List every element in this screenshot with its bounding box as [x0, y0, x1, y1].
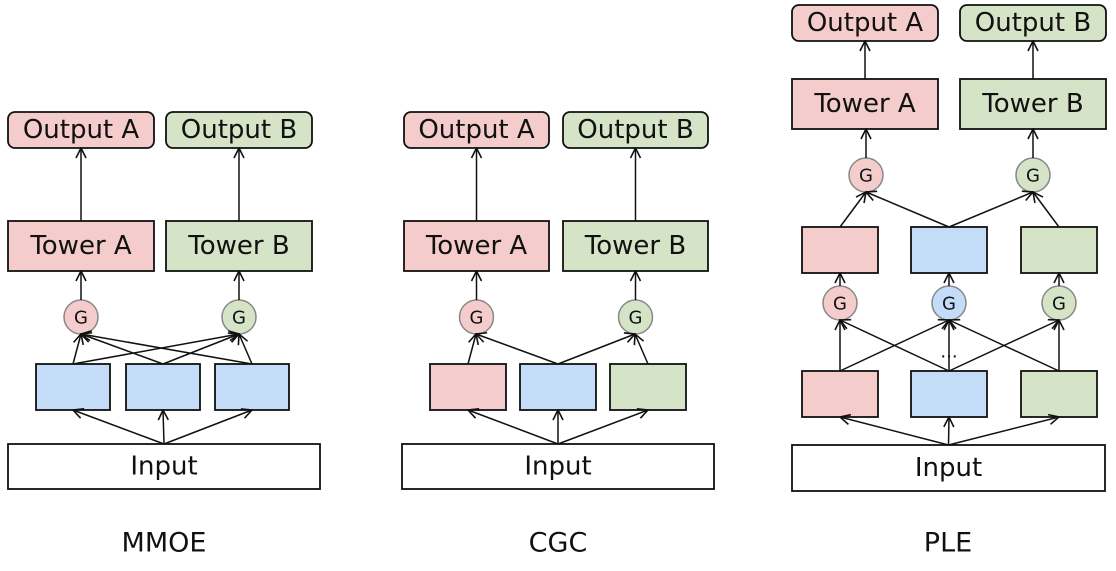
lower-expert-box-2 — [910, 370, 988, 418]
arrow-upper-expert-2-to-gate-b — [948, 192, 1033, 228]
input-box — [7, 443, 321, 490]
gate-b-label: G — [232, 308, 246, 329]
ple-diagram: Input G G G... G G Output A Output B Tower A Towe… — [791, 4, 1107, 559]
upper-gate-b-label: G — [1026, 166, 1040, 187]
arrow-lower-expert-2-to-gate-3 — [948, 320, 1059, 372]
arrow-input-to-lower-expert-3 — [948, 417, 1060, 446]
gate-a-label: G — [470, 308, 484, 329]
arrow-input-to-lower-expert-1 — [840, 417, 949, 446]
lower-gate-3-label: G — [1052, 294, 1066, 315]
upper-expert-box-2 — [910, 226, 988, 274]
caption-ple: PLE — [924, 528, 972, 559]
tower-b-box — [165, 220, 313, 272]
arrow-lower-expert-1-to-gate-2 — [839, 320, 949, 372]
mmoe-diagram: Input Output A Output B Tower A Tower B G G MMO… — [7, 111, 321, 559]
input-label: Input — [130, 452, 197, 482]
input-box — [401, 443, 715, 490]
output-a-label: Output A — [807, 8, 924, 38]
arrow-input-to-expert-1 — [73, 410, 165, 445]
arrow-expert-3-to-gate-b — [635, 334, 649, 365]
arrow-input-to-expert-3 — [557, 410, 648, 445]
arrow-upper-expert-2-to-gate-a — [866, 192, 950, 228]
lower-gate-2-label: G — [942, 294, 956, 315]
tower-b-label: Tower B — [187, 231, 289, 261]
output-a-label: Output A — [418, 115, 535, 145]
lower-expert-box-1 — [801, 370, 879, 418]
arrow-expert-2-to-gate-b — [557, 334, 635, 365]
input-label: Input — [524, 452, 591, 482]
gate-a-label: G — [74, 308, 88, 329]
lower-gate-1-label: G — [833, 294, 847, 315]
caption-mmoe: MMOE — [122, 528, 207, 559]
expert-box-2 — [519, 363, 597, 411]
tower-a-box — [403, 220, 550, 272]
output-b-label: Output B — [181, 115, 297, 145]
input-label: Input — [915, 453, 982, 483]
arrow-input-to-lower-expert-2 — [949, 417, 950, 446]
output-a-label: Output A — [23, 115, 140, 145]
ellipsis-label: ... — [940, 342, 957, 363]
cgc-diagram: Input Output A Output B Tower A Tower B G G CGC — [401, 111, 715, 559]
upper-expert-box-1 — [801, 226, 879, 274]
arrow-input-to-expert-1 — [468, 410, 559, 445]
expert-box-3 — [214, 363, 290, 411]
upper-gate-a-label: G — [859, 166, 873, 187]
arrow-input-to-expert-3 — [163, 410, 252, 445]
arrow-upper-expert-3-to-gate-b — [1033, 192, 1060, 228]
arrow-expert-3-to-gate-a — [81, 334, 253, 365]
arrow-expert-2-to-gate-b — [162, 334, 239, 365]
tower-b-label: Tower B — [981, 89, 1083, 119]
tower-a-label: Tower A — [813, 89, 916, 119]
tower-a-box — [7, 220, 155, 272]
expert-box-3 — [609, 363, 687, 411]
arrow-expert-1-to-gate-a — [72, 334, 81, 365]
arrow-input-to-expert-2 — [163, 410, 164, 445]
arrow-expert-2-to-gate-a — [81, 334, 164, 365]
lower-expert-box-3 — [1020, 370, 1098, 418]
arrow-upper-expert-1-to-gate-a — [839, 192, 866, 228]
expert-box-1 — [429, 363, 507, 411]
tower-b-label: Tower B — [584, 231, 686, 261]
tower-a-label: Tower A — [29, 231, 132, 261]
arrow-expert-1-to-gate-a — [467, 334, 476, 365]
expert-box-1 — [35, 363, 111, 411]
caption-cgc: CGC — [529, 528, 588, 559]
arrow-expert-3-to-gate-b — [239, 334, 253, 365]
expert-box-2 — [125, 363, 201, 411]
gate-b-label: G — [629, 308, 643, 329]
output-b-label: Output B — [577, 115, 693, 145]
output-b-label: Output B — [975, 8, 1091, 38]
tower-a-label: Tower A — [425, 231, 528, 261]
upper-expert-box-3 — [1020, 226, 1098, 274]
arrow-expert-1-to-gate-b — [72, 334, 239, 365]
arrow-expert-2-to-gate-a — [476, 334, 559, 365]
